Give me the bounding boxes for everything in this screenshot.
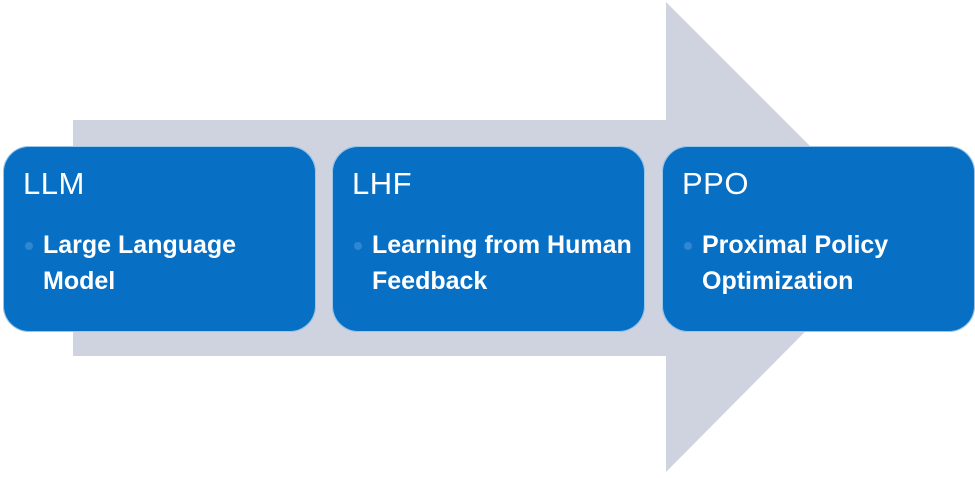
- step-bullet: Learning from Human Feedback: [354, 230, 633, 299]
- step-title: PPO: [682, 166, 749, 201]
- step-bullet: Large Language Model: [25, 230, 304, 299]
- step-title: LHF: [352, 166, 413, 201]
- bullet-icon: [354, 242, 362, 250]
- bullet-icon: [25, 242, 33, 250]
- step-box-ppo: PPO Proximal Policy Optimization: [662, 146, 975, 332]
- step-detail: Large Language Model: [43, 231, 237, 295]
- step-box-llm: LLM Large Language Model: [3, 146, 316, 332]
- step-bullet: Proximal Policy Optimization: [684, 230, 963, 299]
- step-detail: Proximal Policy Optimization: [702, 231, 889, 295]
- step-box-lhf: LHF Learning from Human Feedback: [332, 146, 645, 332]
- step-title: LLM: [23, 166, 85, 201]
- bullet-icon: [684, 242, 692, 250]
- step-detail: Learning from Human Feedback: [372, 231, 632, 295]
